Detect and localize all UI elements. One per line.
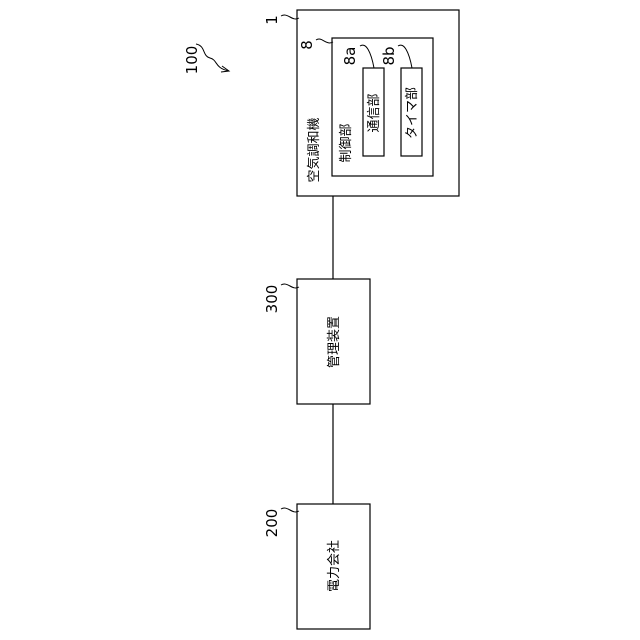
controller-label: 制御部: [339, 123, 354, 162]
air-conditioner-label: 空気調和機: [306, 117, 322, 182]
system-ref-label: 100: [183, 46, 201, 75]
power-company-ref-leader: [281, 508, 299, 512]
communication-unit-label: 通信部: [367, 93, 382, 132]
management-device-ref: 300: [263, 285, 281, 314]
power-company-ref: 200: [263, 509, 281, 538]
management-device-label: 管理装置: [327, 316, 342, 368]
system-reference: 100: [183, 44, 229, 74]
air-conditioner-block: 1 空気調和機 8 制御部 8a 通信部 8b タイマ部: [263, 10, 459, 196]
air-conditioner-ref: 1: [263, 15, 281, 25]
management-device-block: 300 管理装置: [263, 279, 370, 404]
management-device-ref-leader: [281, 284, 299, 288]
controller-ref: 8: [298, 40, 316, 50]
timer-unit-label: タイマ部: [405, 87, 420, 139]
power-company-block: 200 電力会社: [263, 504, 370, 629]
air-conditioner-ref-leader: [281, 15, 299, 19]
communication-unit-ref: 8a: [341, 47, 359, 66]
timer-unit-ref: 8b: [380, 46, 398, 65]
power-company-label: 電力会社: [326, 540, 342, 592]
